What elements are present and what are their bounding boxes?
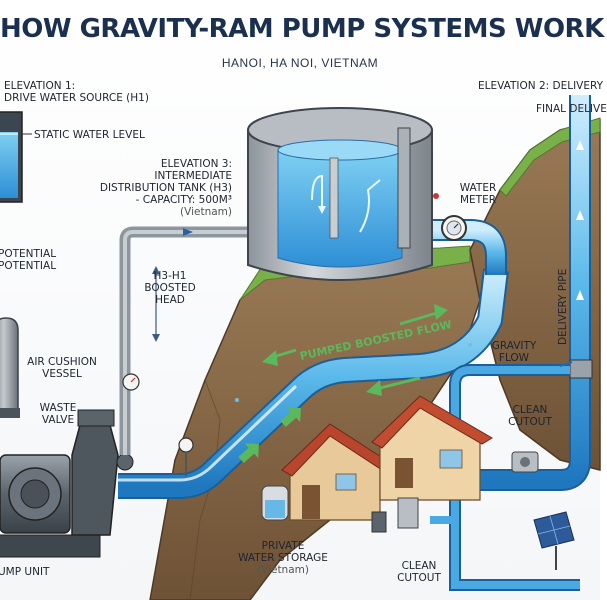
drive-water-source-tank	[0, 111, 23, 203]
label-pump-unit: UMP UNIT	[0, 566, 50, 578]
label-private-water-storage: PRIVATE WATER STORAGE (Vietnam)	[238, 540, 328, 576]
label-boosted-head: h3-h1BOOSTEDHEAD	[144, 270, 196, 306]
distribution-tank	[247, 107, 439, 281]
label-delivery-pipe: DELIVERY PIPE	[557, 268, 569, 345]
water-drops	[235, 343, 472, 402]
solar-panel-icon	[533, 511, 575, 570]
ram-pump-unit	[0, 409, 134, 558]
pressure-gauge-icon	[178, 437, 194, 453]
page-title: HOW GRAVITY-RAM PUMP SYSTEMS WORK	[0, 14, 604, 44]
rise-pipe	[119, 226, 250, 455]
air-cushion-vessel	[0, 317, 20, 418]
boosted-flow-pipe	[118, 268, 509, 499]
village-houses	[281, 395, 493, 533]
label-static-water-level: STATIC WATER LEVEL	[34, 129, 145, 141]
page-subtitle: HANOI, HA NOI, VIETNAM	[221, 56, 379, 70]
tank-outlet-pipe	[410, 215, 507, 275]
label-elevation-3: ELEVATION 3: INTERMEDIATE DISTRIBUTION T…	[99, 158, 232, 218]
gravity-flow-pipe	[430, 364, 580, 591]
private-water-storage	[261, 485, 289, 521]
delivery-pipe	[470, 95, 593, 491]
flow-arrows	[262, 304, 573, 396]
label-elevation-2: ELEVATION 2: DELIVERY	[478, 80, 604, 92]
boosted-head-arrow	[152, 266, 160, 342]
label-elevation-1: ELEVATION 1:DRIVE WATER SOURCE (h1)	[4, 80, 149, 104]
label-final-delivery: FINAL DELIVE	[536, 103, 607, 115]
clean-cutout-filter	[511, 451, 539, 473]
